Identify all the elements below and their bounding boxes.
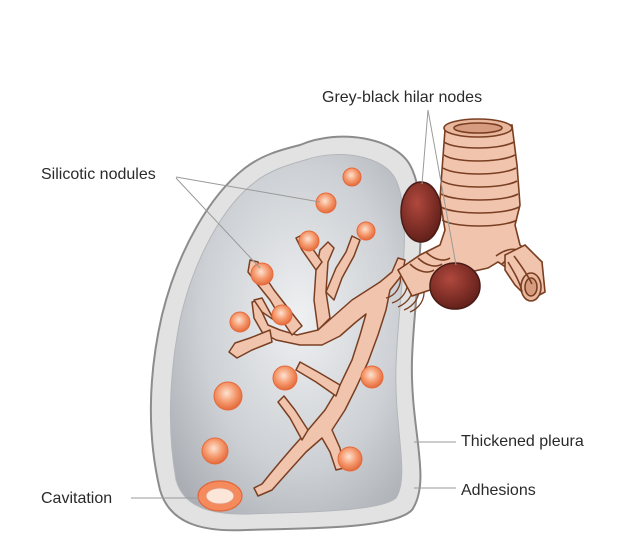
- nodule: [213, 381, 243, 411]
- label-hilar-nodes: Grey-black hilar nodes: [322, 89, 483, 106]
- hilar-nodes: [400, 181, 481, 310]
- cavitation: [197, 480, 243, 512]
- hilar-node-upper: [400, 181, 442, 243]
- label-thickened-pleura: Thickened pleura: [461, 434, 584, 450]
- leader-lines: [131, 109, 457, 499]
- bronchial-tree: [228, 233, 406, 497]
- nodule: [356, 221, 376, 241]
- label-adhesions: Adhesions: [461, 482, 536, 499]
- leader-hilar-1: [421, 109, 429, 185]
- label-cavitation: Cavitation: [41, 490, 113, 507]
- hilar-node-lower: [429, 262, 481, 310]
- nodule: [272, 365, 298, 391]
- nodule: [315, 192, 337, 214]
- leader-silicotic-1: [175, 176, 321, 203]
- nodule: [298, 230, 320, 252]
- leader-hilar-2: [427, 109, 457, 266]
- right-main-bronchus: [504, 244, 546, 302]
- silicotic-nodules: [201, 167, 384, 472]
- nodule: [337, 446, 363, 472]
- nodule: [342, 167, 362, 187]
- leader-silicotic-2: [175, 177, 261, 269]
- nodule: [250, 262, 274, 286]
- nodule: [271, 304, 293, 326]
- nodule: [360, 365, 384, 389]
- nodule: [229, 311, 251, 333]
- label-silicotic-nodules: Silicotic nodules: [41, 166, 156, 183]
- nodule: [201, 437, 229, 465]
